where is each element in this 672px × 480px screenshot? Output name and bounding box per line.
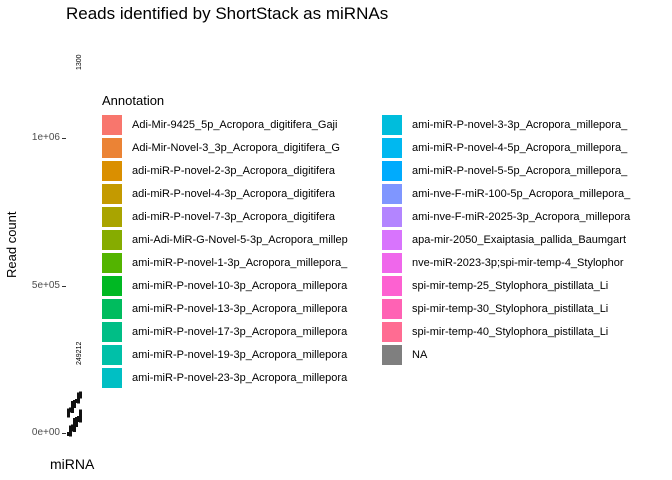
legend-item: ami-miR-P-novel-13-3p_Acropora_millepora — [102, 298, 347, 320]
legend-label: spi-mir-temp-30_Stylophora_pistillata_Li — [412, 303, 609, 315]
overlapping-count-label — [67, 408, 70, 418]
overlapping-count-label — [71, 401, 74, 413]
legend-label: spi-mir-temp-40_Stylophora_pistillata_Li — [412, 326, 609, 338]
y-tick-label: 1e+06 — [31, 132, 60, 144]
legend-color-key — [382, 138, 402, 158]
legend-label: apa-mir-2050_Exaiptasia_pallida_Baumgart — [412, 234, 627, 246]
overlapping-count-label — [77, 416, 80, 422]
legend-color-key — [382, 299, 402, 319]
legend-label: nve-miR-2023-3p;spi-mir-temp-4_Stylophor — [412, 257, 624, 269]
legend-item: apa-mir-2050_Exaiptasia_pallida_Baumgart — [382, 229, 626, 251]
legend-label: ami-miR-P-novel-3-3p_Acropora_millepora_ — [412, 119, 628, 131]
legend-label: ami-Adi-MiR-G-Novel-5-3p_Acropora_millep — [132, 234, 348, 246]
overlapping-count-label — [75, 417, 78, 427]
legend-label: Adi-Mir-9425_5p_Acropora_digitifera_Gaji — [132, 119, 338, 131]
legend-label: ami-miR-P-novel-10-3p_Acropora_millepora — [132, 280, 348, 292]
legend-item: ami-nve-F-miR-100-5p_Acropora_millepora_ — [382, 183, 630, 205]
legend-label: Adi-Mir-Novel-3_3p_Acropora_digitifera_G — [132, 142, 340, 154]
overlapping-count-label — [73, 400, 76, 408]
legend-label: ami-miR-P-novel-23-3p_Acropora_millepora — [132, 372, 348, 384]
legend-color-key — [102, 230, 122, 250]
legend-color-key — [102, 207, 122, 227]
x-axis-label: miRNA — [50, 456, 95, 472]
legend-label: ami-miR-P-novel-5-5p_Acropora_millepora_ — [412, 165, 628, 177]
y-axis-label: Read count — [4, 211, 19, 279]
legend-label: ami-nve-F-miR-2025-3p_Acropora_millepora — [412, 211, 631, 223]
legend-label: ami-nve-F-miR-100-5p_Acropora_millepora_ — [412, 188, 631, 200]
overlapping-count-label — [73, 418, 76, 432]
overlapping-count-label — [77, 392, 80, 404]
legend-item: Adi-Mir-9425_5p_Acropora_digitifera_Gaji — [102, 114, 337, 136]
legend-label: adi-miR-P-novel-4-3p_Acropora_digitifera — [132, 188, 335, 200]
legend-item: Adi-Mir-Novel-3_3p_Acropora_digitifera_G — [102, 137, 340, 159]
legend-color-key — [102, 368, 122, 388]
legend-item: spi-mir-temp-30_Stylophora_pistillata_Li — [382, 298, 608, 320]
legend-color-key — [382, 322, 402, 342]
overlapping-count-label — [69, 425, 72, 437]
y-tick-mark — [62, 138, 66, 140]
legend-label: ami-miR-P-novel-17-3p_Acropora_millepora — [132, 326, 348, 338]
legend-item: adi-miR-P-novel-7-3p_Acropora_digitifera — [102, 206, 335, 228]
legend-item: ami-miR-P-novel-23-3p_Acropora_millepora — [102, 367, 347, 389]
overlapping-count-label — [69, 407, 72, 413]
legend-item: NA — [382, 344, 427, 366]
legend-color-key — [382, 253, 402, 273]
overlapping-count-label — [67, 432, 70, 436]
overlapping-count-label — [71, 424, 74, 432]
legend-title: Annotation — [102, 93, 165, 108]
bar-value-label: 249212 — [76, 341, 83, 365]
bar-value-label: 1300 — [76, 54, 83, 70]
legend-color-key — [382, 230, 402, 250]
legend-item: ami-miR-P-novel-17-3p_Acropora_millepora — [102, 321, 347, 343]
legend-color-key — [102, 345, 122, 365]
legend-label: spi-mir-temp-25_Stylophora_pistillata_Li — [412, 280, 609, 292]
y-tick-label: 5e+05 — [31, 279, 60, 291]
overlapping-count-label — [75, 399, 78, 403]
y-tick-mark — [62, 285, 66, 287]
overlapping-count-label — [79, 391, 82, 399]
legend-label: adi-miR-P-novel-7-3p_Acropora_digitifera — [132, 211, 335, 223]
legend-item: ami-Adi-MiR-G-Novel-5-3p_Acropora_millep — [102, 229, 348, 251]
legend-label: ami-miR-P-novel-13-3p_Acropora_millepora — [132, 303, 348, 315]
legend-color-key — [382, 115, 402, 135]
legend-item: ami-miR-P-novel-3-3p_Acropora_millepora_ — [382, 114, 627, 136]
legend-item: ami-nve-F-miR-2025-3p_Acropora_millepora — [382, 206, 630, 228]
legend-item: ami-miR-P-novel-4-5p_Acropora_millepora_ — [382, 137, 627, 159]
legend-label: ami-miR-P-novel-4-5p_Acropora_millepora_ — [412, 142, 628, 154]
legend-color-key — [382, 161, 402, 181]
chart-title: Reads identified by ShortStack as miRNAs — [66, 4, 389, 23]
legend-color-key — [382, 345, 402, 365]
legend-color-key — [382, 276, 402, 296]
legend-color-key — [102, 184, 122, 204]
legend-color-key — [102, 276, 122, 296]
plot-area — [66, 30, 90, 442]
legend-color-key — [102, 115, 122, 135]
overlapping-count-label — [79, 409, 82, 423]
legend-color-key — [102, 138, 122, 158]
legend-item: adi-miR-P-novel-2-3p_Acropora_digitifera — [102, 160, 335, 182]
y-tick-mark — [62, 433, 66, 434]
legend-color-key — [102, 299, 122, 319]
legend-color-key — [102, 322, 122, 342]
legend-label: adi-miR-P-novel-2-3p_Acropora_digitifera — [132, 165, 335, 177]
legend-label: ami-miR-P-novel-19-3p_Acropora_millepora — [132, 349, 348, 361]
legend-color-key — [382, 184, 402, 204]
legend-item: ami-miR-P-novel-10-3p_Acropora_millepora — [102, 275, 347, 297]
legend-item: ami-miR-P-novel-5-5p_Acropora_millepora_ — [382, 160, 627, 182]
legend-label: NA — [412, 349, 428, 361]
legend-color-key — [102, 253, 122, 273]
legend-color-key — [382, 207, 402, 227]
legend-item: spi-mir-temp-25_Stylophora_pistillata_Li — [382, 275, 608, 297]
legend-item: spi-mir-temp-40_Stylophora_pistillata_Li — [382, 321, 608, 343]
y-tick-label: 0e+00 — [31, 427, 60, 438]
legend-item: ami-miR-P-novel-1-3p_Acropora_millepora_ — [102, 252, 347, 274]
plot-svg — [67, 391, 82, 437]
legend-label: ami-miR-P-novel-1-3p_Acropora_millepora_ — [132, 257, 348, 269]
legend-item: nve-miR-2023-3p;spi-mir-temp-4_Stylophor — [382, 252, 624, 274]
legend-color-key — [102, 161, 122, 181]
legend-item: adi-miR-P-novel-4-3p_Acropora_digitifera — [102, 183, 335, 205]
legend-item: ami-miR-P-novel-19-3p_Acropora_millepora — [102, 344, 347, 366]
